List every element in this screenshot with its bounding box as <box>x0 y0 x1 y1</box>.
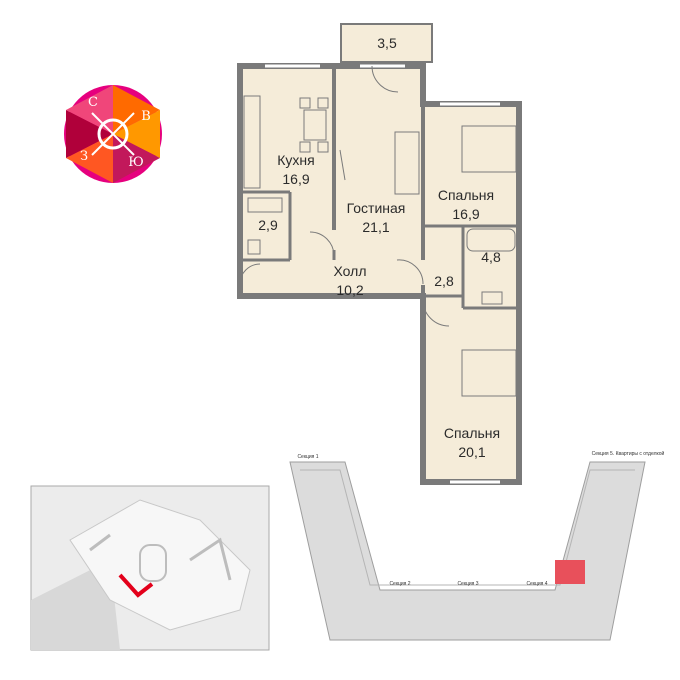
chair <box>317 141 329 153</box>
floor-bedroom1 <box>423 104 519 296</box>
building-grid <box>300 469 635 586</box>
site-marker <box>118 573 154 598</box>
site-building <box>89 533 111 552</box>
selected-unit-highlight <box>555 560 585 584</box>
building-plan: Секция 1 Секция 2 Секция 3 Секция 4 Секц… <box>289 450 665 641</box>
bed <box>461 125 517 173</box>
floor-bedroom2 <box>423 296 519 482</box>
floor-upper-left <box>240 66 423 296</box>
bath2-area: 4,8 <box>481 249 501 265</box>
sink <box>247 197 283 213</box>
compass-north: С <box>88 95 98 110</box>
bedroom1-area: 16,9 <box>452 206 479 222</box>
bath1-area: 2,9 <box>258 217 278 233</box>
site-plan <box>30 485 270 651</box>
sofa <box>394 131 420 195</box>
chair <box>299 97 311 109</box>
door-swing <box>239 263 261 285</box>
compass-ring <box>97 118 129 150</box>
site-courtyard <box>69 499 251 631</box>
compass-facet <box>113 110 160 158</box>
corridor-area: 2,8 <box>434 273 454 289</box>
balcony-area: 3,5 <box>377 35 397 51</box>
toilet <box>247 239 261 255</box>
section-label-3: Секция 3 <box>457 581 478 587</box>
building-outline <box>289 461 646 641</box>
compass-facet <box>66 110 113 158</box>
section-label-2: Секция 2 <box>389 581 410 587</box>
washing-machine <box>481 291 503 305</box>
compass-rose: С В Ю З <box>64 85 162 183</box>
compass-east: В <box>141 109 151 124</box>
hall-area: 10,2 <box>336 282 363 298</box>
bed <box>461 349 517 397</box>
section-label-1: Секция 1 <box>297 454 318 460</box>
kitchen-area: 16,9 <box>282 171 309 187</box>
compass-south: Ю <box>128 155 144 170</box>
bedroom1-name: Спальня <box>438 187 494 203</box>
kitchen-name: Кухня <box>277 152 314 168</box>
door-swing <box>422 299 450 327</box>
apartment-floorplan: 3,5 Кухня 16,9 Гостиная 21,1 Спальня 16,… <box>237 23 522 485</box>
chair <box>299 141 311 153</box>
door-swing <box>396 259 424 285</box>
tv <box>339 149 346 181</box>
compass-needle <box>91 112 135 156</box>
outer-wall <box>237 63 522 485</box>
living-name: Гостиная <box>347 200 406 216</box>
chair <box>317 97 329 109</box>
section-label-4: Секция 4 <box>526 581 547 587</box>
living-area: 21,1 <box>362 219 389 235</box>
dining-table <box>303 109 327 141</box>
bedroom2-name: Спальня <box>444 425 500 441</box>
site-building <box>139 544 167 582</box>
compass-west: З <box>80 149 88 164</box>
balcony <box>340 23 433 63</box>
door-swing <box>309 231 335 257</box>
section-label-5: Секция 5. Квартиры с отделкой <box>592 450 665 457</box>
door-swing <box>371 65 399 93</box>
bedroom2-area: 20,1 <box>458 444 485 460</box>
site-building <box>189 537 232 581</box>
bathtub <box>466 228 516 252</box>
kitchen-counter <box>243 95 261 189</box>
hall-name: Холл <box>334 263 367 279</box>
